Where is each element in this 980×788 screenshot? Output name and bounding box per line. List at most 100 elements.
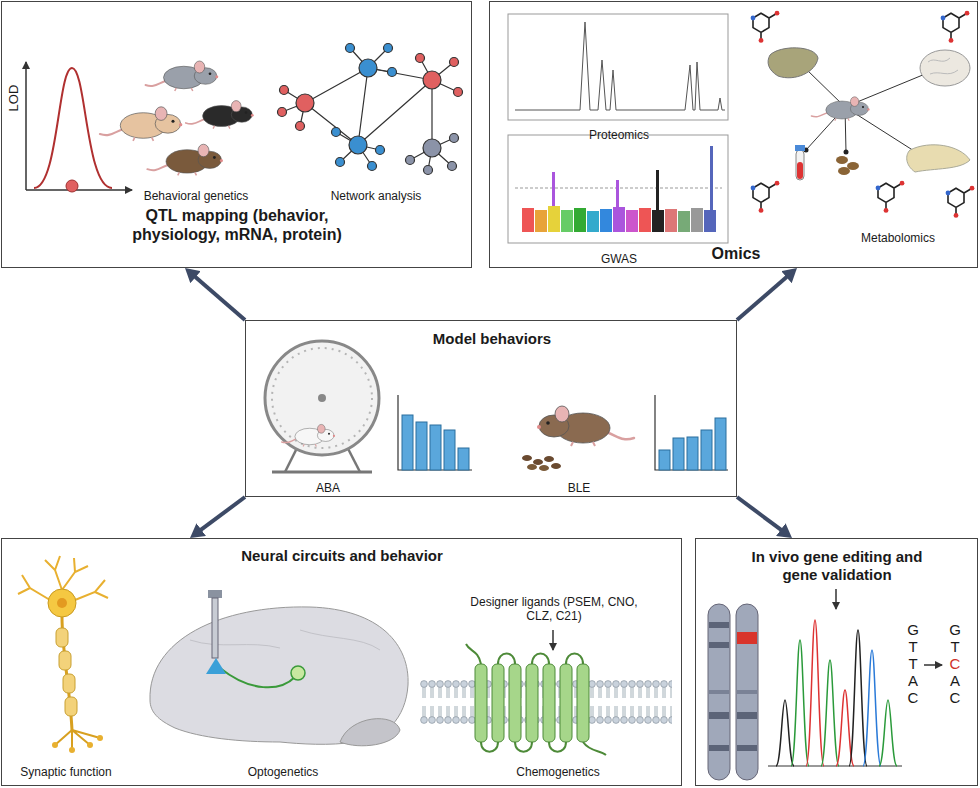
gpcr-membrane [526,664,538,742]
network-graph [423,71,441,89]
panel-label: C [908,689,919,707]
network-graph [450,58,459,67]
gpcr-membrane [552,630,554,650]
gwas-plot [508,135,728,243]
neuron [87,742,93,748]
text-holder: ABA [298,478,358,496]
panel-box: OmicsProteomicsGWASMetabolomics [489,1,978,268]
panel-heading: Model behaviors [433,330,551,348]
text-holder: C [944,689,966,707]
metabolomics-figure [876,181,905,213]
lod-plot [26,189,132,191]
text-holder: Synaptic function [1,762,131,780]
panel-label: BLE [568,481,591,495]
panel-label: Network analysis [331,189,422,203]
gwas-plot [552,172,555,206]
mouse-strains [146,61,219,91]
bar-chart-increasing [655,395,728,470]
network-graph [349,136,367,154]
brain-optogenetics [212,598,218,658]
mouse-strains [186,101,254,129]
panel-label: G [907,621,919,639]
eating-mouse [551,463,561,469]
text-holder: Chemogenetics [493,762,623,780]
metabolomics-figure [805,68,930,156]
eating-mouse [544,456,554,462]
bar-chart-decreasing [458,448,469,470]
metabolomics-figure [811,97,869,121]
panel-box: Neural circuits and behaviorSynaptic fun… [1,538,682,786]
neuron [48,589,76,617]
text-holder: G [902,621,924,639]
gwas-plot [678,211,690,232]
network-graph [406,156,415,165]
bar-chart-increasing [655,395,728,470]
flow-arrow [196,497,245,533]
panel-label: T [908,638,917,656]
panel-label: Optogenetics [248,765,319,779]
text-holder: C [902,689,924,707]
bar-chart-increasing [673,438,684,470]
panel-label: T [950,638,959,656]
gwas-plot [508,135,728,243]
gwas-plot [665,209,677,232]
panel-heading: Neural circuits and behavior [241,547,443,565]
panel-label: Chemogenetics [516,765,599,779]
text-holder: Behavioral genetics [116,186,276,204]
panel-label: Metabolomics [861,231,935,245]
gene-editing-figure [924,664,942,666]
proteomics-spectrum [508,14,728,120]
gpcr-membrane [509,664,521,742]
gene-editing-figure [776,700,794,766]
lod-plot [26,62,132,192]
gwas-plot [710,146,713,210]
eating-mouse [522,406,634,471]
metabolomics-figure [751,11,780,43]
network-graph [336,158,345,167]
gwas-plot [616,180,619,207]
text-holder: BLE [549,478,609,496]
gene-editing-figure [708,604,730,780]
gwas-plot [548,206,560,232]
gene-editing-figure [709,712,729,719]
metabolomics-figure [797,162,803,179]
gwas-plot [535,210,547,232]
neuron [52,742,58,748]
gene-editing-figure [835,589,837,609]
lod-plot [25,62,27,190]
neuron [65,697,77,716]
network-graph [423,139,441,157]
network-graph [359,59,377,77]
bar-chart-increasing [659,450,670,470]
text-holder: C [944,655,966,673]
panel-box: Model behaviorsABA BLE [245,320,737,497]
eating-mouse [539,465,549,471]
gwas-plot [574,208,586,232]
text-holder: Metabolomics [843,228,953,246]
gene-editing-figure [791,640,809,766]
panel-label: LOD [6,85,22,112]
bar-chart-increasing [701,430,712,470]
gene-editing-figure [768,766,902,767]
gene-editing-figure [709,745,729,751]
text-holder: Model behaviors [392,330,592,348]
running-wheel [318,394,326,402]
network-graph [305,68,432,148]
panel-box: QTL mapping (behavior, physiology, mRNA,… [1,1,472,268]
text-holder: T [944,638,966,656]
gpcr-membrane [420,630,672,755]
metabolomics-figure [751,181,780,213]
gene-editing-figure [737,712,757,719]
panel-label: GWAS [601,252,637,266]
neuron [59,651,71,670]
panel-label: Synaptic function [20,765,111,779]
gene-editing-figure [863,650,881,766]
panel-label: Proteomics [589,128,649,142]
text-holder: Neural circuits and behavior [192,547,492,565]
proteomics-spectrum [515,22,725,110]
gpcr-membrane [543,664,555,742]
metabolomics-figure [796,150,804,180]
brain-optogenetics [220,668,295,687]
